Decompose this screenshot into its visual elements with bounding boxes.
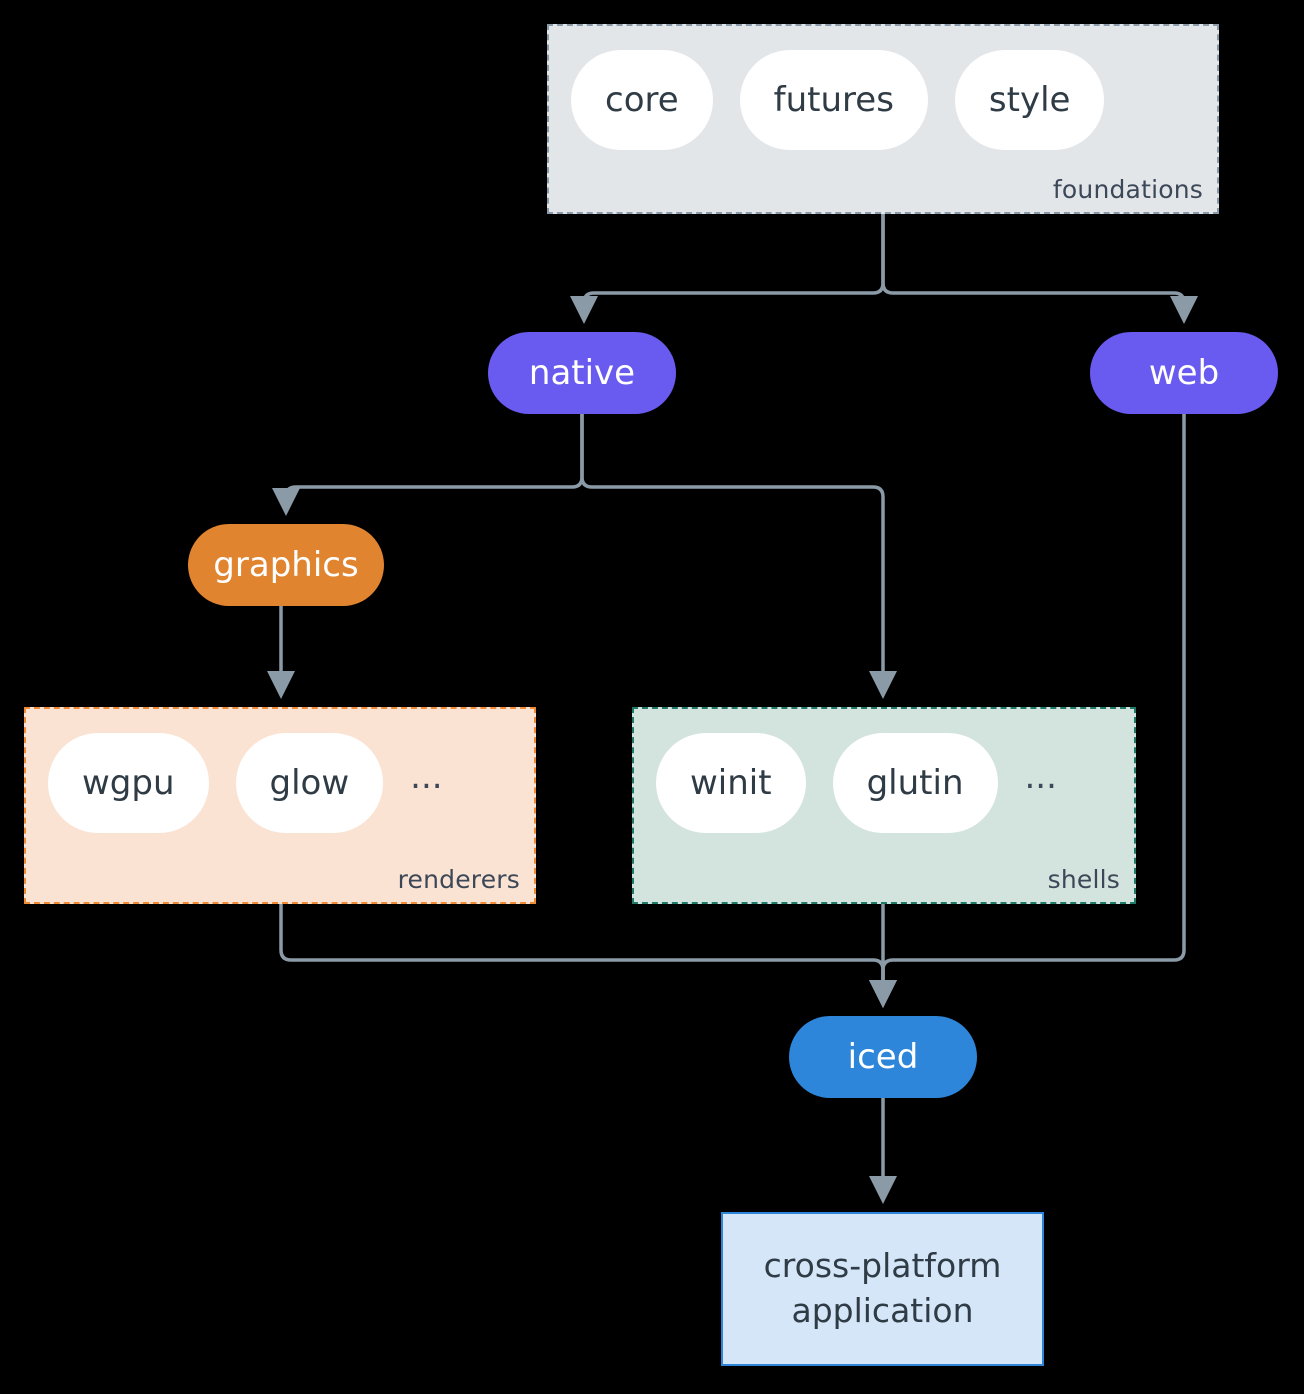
chip-core[interactable]: core xyxy=(571,50,713,150)
group-label-shells: shells xyxy=(1047,865,1120,894)
group-renderers: wgpu glow ... renderers xyxy=(24,707,536,904)
chip-wgpu[interactable]: wgpu xyxy=(48,733,209,833)
chip-futures[interactable]: futures xyxy=(739,50,928,150)
group-foundations: core futures style foundations xyxy=(547,24,1219,214)
group-shells: winit glutin ... shells xyxy=(632,707,1136,904)
edge-native-to-shells xyxy=(580,414,897,699)
edge-native-to-graphics xyxy=(272,414,584,516)
chip-glutin[interactable]: glutin xyxy=(832,733,998,833)
group-label-renderers: renderers xyxy=(397,865,520,894)
node-web[interactable]: web xyxy=(1090,332,1278,414)
node-iced[interactable]: iced xyxy=(789,1016,977,1098)
renderers-more-ellipsis: ... xyxy=(410,757,443,797)
group-label-foundations: foundations xyxy=(1052,175,1203,204)
edge-foundations-to-web xyxy=(881,214,1198,324)
node-cross-platform-application[interactable]: cross-platform application xyxy=(721,1212,1044,1366)
application-label-line2: application xyxy=(791,1291,974,1330)
shells-more-ellipsis: ... xyxy=(1024,757,1057,797)
chip-style[interactable]: style xyxy=(954,50,1105,150)
node-native[interactable]: native xyxy=(488,332,676,414)
chip-winit[interactable]: winit xyxy=(656,733,806,833)
shells-items: winit glutin ... xyxy=(656,733,1057,833)
edge-foundations-to-native xyxy=(570,214,885,324)
foundations-items: core futures style xyxy=(571,50,1105,150)
edge-renderers-to-iced xyxy=(279,904,897,1008)
chip-glow[interactable]: glow xyxy=(235,733,384,833)
application-label-line1: cross-platform xyxy=(763,1246,1002,1286)
renderers-items: wgpu glow ... xyxy=(48,733,443,833)
node-graphics[interactable]: graphics xyxy=(188,524,384,606)
